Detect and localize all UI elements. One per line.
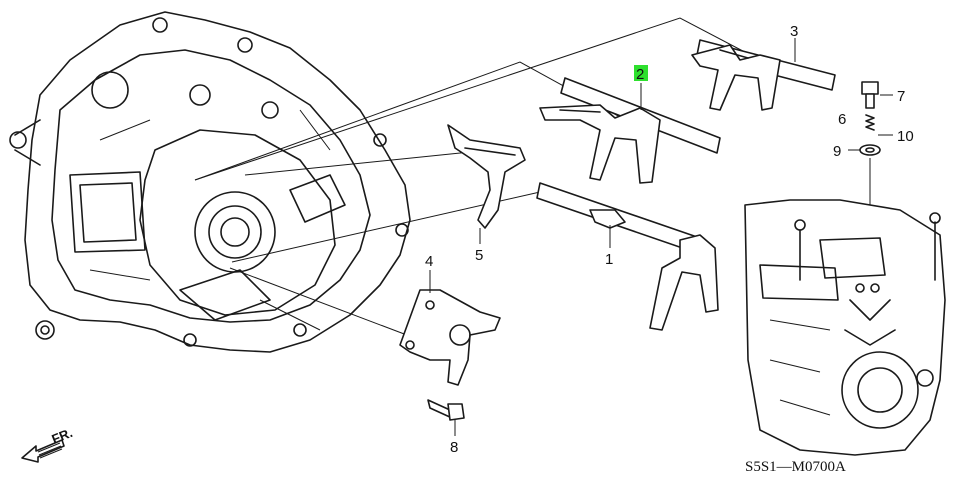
callout-7: 7 (880, 88, 905, 105)
part-label-4: 4 (425, 253, 433, 270)
callout-5: 5 (475, 228, 483, 264)
callout-4: 4 (425, 253, 433, 293)
part-label-2-highlight (634, 65, 648, 81)
part-label-10: 10 (897, 128, 914, 145)
callout-6: 6 (838, 111, 846, 128)
part-label-3: 3 (790, 23, 798, 40)
callout-1: 1 (605, 225, 613, 268)
transmission-case (744, 199, 946, 456)
part-label-9: 9 (833, 143, 841, 160)
shift-holder-4 (399, 289, 501, 386)
callout-2: 2 (634, 65, 648, 110)
direction-label: FR. (50, 425, 75, 447)
part-label-5: 5 (475, 247, 483, 264)
callout-10: 10 (878, 128, 914, 145)
shift-fork-2 (539, 77, 721, 184)
part-label-2: 2 (636, 66, 644, 83)
spring-10 (865, 114, 875, 131)
transmission-housing (9, 11, 411, 353)
shift-arm-5 (447, 124, 526, 229)
part-label-7: 7 (897, 88, 905, 105)
bolt-7 (861, 81, 879, 109)
shift-fork-1 (536, 182, 719, 331)
shift-fork-3 (691, 39, 836, 111)
part-label-8: 8 (450, 439, 458, 456)
callout-8: 8 (450, 420, 458, 456)
part-label-1: 1 (605, 251, 613, 268)
part-label-6: 6 (838, 111, 846, 128)
front-direction-arrow: FR. (21, 425, 75, 463)
washer-9 (859, 144, 881, 156)
callout-9: 9 (833, 143, 860, 160)
callout-3: 3 (790, 23, 798, 62)
bolt-8 (427, 399, 465, 421)
diagram-code: S5S1—M0700A (745, 459, 846, 475)
